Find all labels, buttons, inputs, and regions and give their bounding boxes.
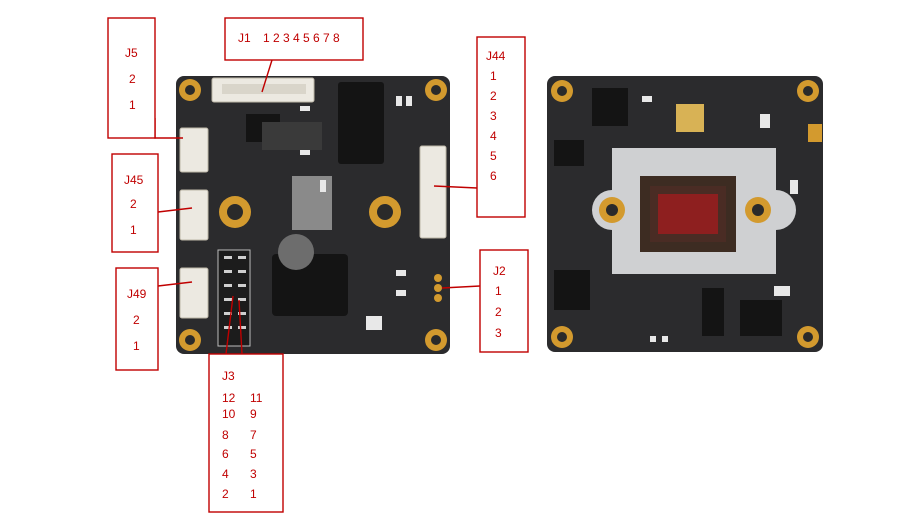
j44-pin-label: 4: [490, 129, 497, 143]
j44-callout: J44 1 2 3 4 5 6: [433, 36, 526, 218]
j2-pin-label: 3: [495, 326, 502, 340]
j49-callout: J49 2 1: [115, 267, 193, 371]
j44-pin-label: 5: [490, 149, 497, 163]
j3-pin-label: 7: [250, 428, 257, 442]
j5-title: J5: [125, 46, 138, 60]
j3-pin-label: 10: [222, 407, 236, 421]
j1-pin-numbers: 1 2 3 4 5 6 7 8: [263, 31, 340, 45]
j2-pin-label: 2: [495, 305, 502, 319]
j45-pin-label: 2: [130, 197, 137, 211]
j2-title: J2: [493, 264, 506, 278]
j3-title: J3: [222, 369, 235, 383]
j44-pin-label: 2: [490, 89, 497, 103]
j45-title: J45: [124, 173, 144, 187]
j2-callout: J2 1 2 3: [441, 249, 529, 353]
j3-pin-label: 2: [222, 487, 229, 501]
j44-title: J44: [486, 49, 506, 63]
j2-pin-label: 1: [495, 284, 502, 298]
j45-callout: J45 2 1: [111, 153, 193, 253]
j49-connector: [179, 267, 209, 319]
j3-pin-label: 6: [222, 447, 229, 461]
j1-callout: J1 1 2 3 4 5 6 7 8: [224, 17, 364, 93]
j1-title: J1: [238, 31, 251, 45]
j45-pin-label: 1: [130, 223, 137, 237]
j44-pin-label: 3: [490, 109, 497, 123]
j3-pin-label: 3: [250, 467, 257, 481]
j5-connector: [179, 127, 209, 173]
j3-pin-label: 11: [250, 391, 263, 405]
j45-connector: [179, 189, 209, 241]
j3-callout: J3 12 11 10 9 8 7 6 5 4 3 2 1: [208, 295, 284, 513]
j49-title: J49: [127, 287, 147, 301]
j3-pin-label: 1: [250, 487, 257, 501]
j44-pin-label: 1: [490, 69, 497, 83]
j5-pin-label: 1: [129, 98, 136, 112]
j44-pin-label: 6: [490, 169, 497, 183]
right-board: [547, 76, 823, 352]
j5-pin-label: 2: [129, 72, 136, 86]
j3-pin-label: 5: [250, 447, 257, 461]
left-board: [176, 76, 450, 354]
j49-pin-label: 2: [133, 313, 140, 327]
j5-callout: J5 2 1: [107, 17, 183, 139]
j3-pin-label: 4: [222, 467, 229, 481]
j3-pin-label: 9: [250, 407, 257, 421]
j3-pin-label: 12: [222, 391, 236, 405]
j3-pin-label: 8: [222, 428, 229, 442]
j44-connector: [419, 145, 447, 239]
j49-pin-label: 1: [133, 339, 140, 353]
